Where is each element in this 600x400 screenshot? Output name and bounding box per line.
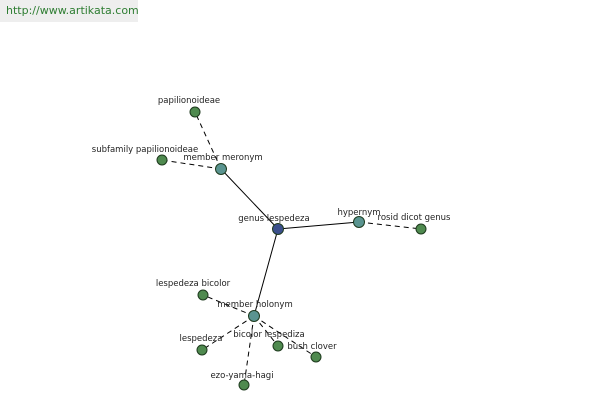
node-label-subfamily-papilionoideae[interactable]: subfamily papilionoideae <box>92 145 198 155</box>
node-label-papilionoideae[interactable]: papilionoideae <box>158 96 220 106</box>
edge-member-meronym-to-subfamily-papilionoideae <box>161 159 222 170</box>
node-rosid-dicot-genus[interactable] <box>415 223 427 235</box>
edge-member-holonym-to-lespedeza-bicolor <box>202 294 255 317</box>
node-label-member-meronym[interactable]: member meronym <box>183 153 262 163</box>
node-subfamily-papilionoideae[interactable] <box>156 154 168 166</box>
edge-member-holonym-to-bush-clover <box>253 315 317 358</box>
edge-genus-lespedeza-to-hypernym <box>277 221 360 230</box>
node-label-bush-clover[interactable]: bush clover <box>287 342 337 352</box>
node-ezo-yama-hagi[interactable] <box>238 379 250 391</box>
node-label-bicolor-lespediza[interactable]: bicolor lespediza <box>233 330 304 340</box>
node-papilionoideae[interactable] <box>189 106 201 118</box>
node-label-lespedeza-bicolor[interactable]: lespedeza bicolor <box>156 279 231 289</box>
edge-member-holonym-to-bicolor-lespediza <box>253 315 279 347</box>
node-label-ezo-yama-hagi[interactable]: ezo-yama-hagi <box>210 371 273 381</box>
node-label-hypernym[interactable]: hypernym <box>337 208 380 218</box>
edge-member-holonym-to-lespedeza <box>201 315 255 351</box>
edge-member-meronym-to-papilionoideae <box>194 111 222 170</box>
node-label-genus-lespedeza[interactable]: genus lespedeza <box>238 214 309 224</box>
node-hypernym[interactable] <box>353 216 365 228</box>
edge-genus-lespedeza-to-member-meronym <box>220 168 279 230</box>
node-member-meronym[interactable] <box>215 163 227 175</box>
node-lespedeza-bicolor[interactable] <box>197 289 209 301</box>
node-label-rosid-dicot-genus[interactable]: rosid dicot genus <box>378 213 451 223</box>
nodes-layer <box>156 106 427 391</box>
edges-layer <box>161 111 422 386</box>
node-bush-clover[interactable] <box>310 351 322 363</box>
node-member-holonym[interactable] <box>248 310 260 322</box>
edge-member-holonym-to-ezo-yama-hagi <box>243 315 255 386</box>
node-label-member-holonym[interactable]: member holonym <box>217 300 292 310</box>
node-lespedeza[interactable] <box>196 344 208 356</box>
node-genus-lespedeza[interactable] <box>272 223 284 235</box>
labels-layer: genus lespedeza member meronym hypernym mem… <box>92 96 451 381</box>
node-label-lespedeza[interactable]: lespedeza <box>180 334 223 344</box>
edge-genus-lespedeza-to-member-holonym <box>253 228 279 317</box>
edge-hypernym-to-rosid-dicot-genus <box>358 221 422 230</box>
site-watermark: http://www.artikata.com <box>0 0 139 22</box>
node-bicolor-lespediza[interactable] <box>272 340 284 352</box>
